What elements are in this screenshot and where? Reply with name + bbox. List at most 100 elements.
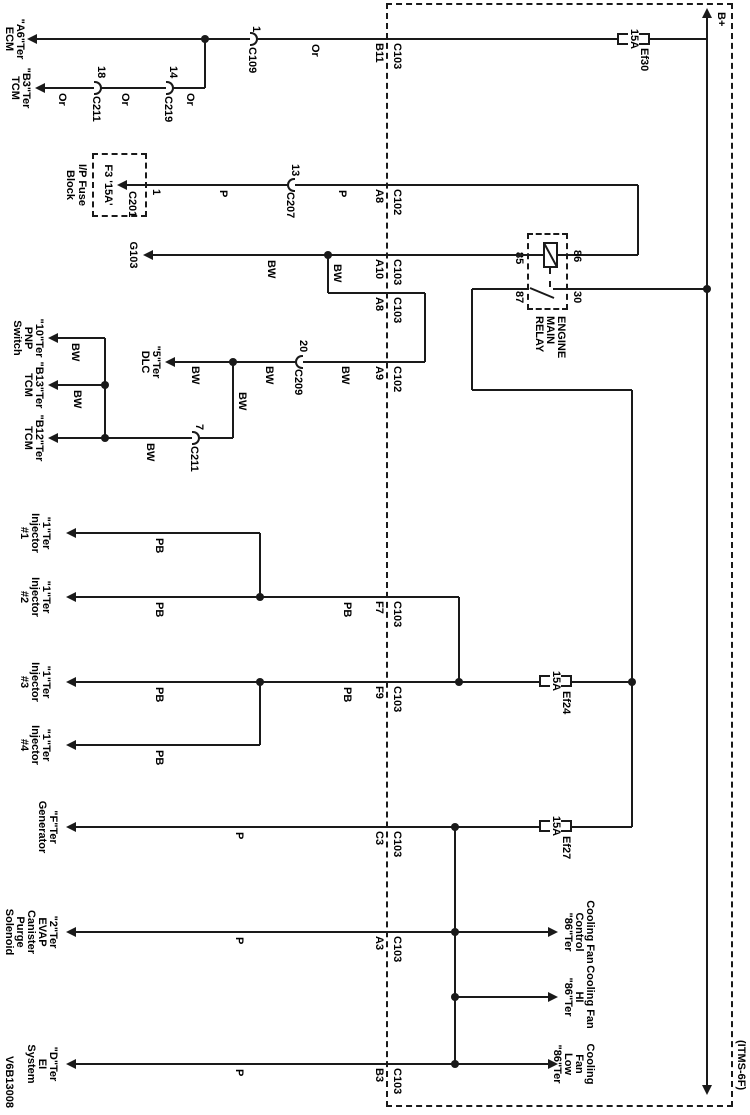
wire-color-label: P <box>233 1069 245 1077</box>
terminal-tcm-b12: "B12"Ter TCM <box>22 414 45 462</box>
wire-color-label: P <box>233 832 245 840</box>
wire-p-evap-fancontrol <box>75 931 549 933</box>
wire-bw-branch <box>328 292 425 294</box>
wire-bw-b13 <box>57 384 105 386</box>
connector-c209-pin: 20 <box>297 340 309 353</box>
wire-87-feed <box>471 289 473 390</box>
wire-bw-g103 <box>152 254 543 256</box>
crossing-name: C102 <box>391 366 403 393</box>
wire-color-label: PB <box>153 750 165 766</box>
wire-pb-link <box>259 533 261 597</box>
crossing-name: C103 <box>391 1068 403 1095</box>
fuse-ef27-rating: 15A <box>550 814 562 838</box>
injector2-arrow-icon <box>66 592 76 602</box>
connector-c209-name: C209 <box>292 369 304 396</box>
wire-color-label: BW <box>144 443 156 462</box>
wire-pb-f7 <box>75 596 459 598</box>
wire-87-feed <box>472 389 632 391</box>
wire-color-label: BW <box>263 366 275 385</box>
wire-color-label: BW <box>236 392 248 411</box>
terminal-generator: "F"Ter Generator <box>36 800 59 854</box>
terminal-injector3: "1"Ter Injector #3 <box>18 662 52 702</box>
wire-bw-branch <box>327 255 329 293</box>
fuse-ef24-rating: 15A <box>550 669 562 693</box>
wire-pb-inj1 <box>75 532 260 534</box>
g103-arrow-icon <box>143 250 153 260</box>
wire-fan-hi <box>455 996 549 998</box>
crossing-pin: A3 <box>373 936 385 951</box>
wire-fan-feeder <box>454 827 456 1064</box>
junction-dot <box>628 678 636 686</box>
wire-bw-branch <box>232 362 234 438</box>
wire-fan-low-ei <box>75 1063 549 1065</box>
evap-arrow-icon <box>66 927 76 937</box>
terminal-g103: G103 <box>127 241 139 269</box>
connector-c209-icon <box>295 355 303 369</box>
terminal-evap: "2"Ter EVAP Canister Purge Solenoid <box>3 908 59 956</box>
terminal-fan-low: Cooling Fan Low "86"Ter <box>551 1043 596 1085</box>
dlc-arrow-icon <box>165 357 175 367</box>
tcm-b13-arrow-icon <box>48 380 58 390</box>
injector1-arrow-icon <box>66 528 76 538</box>
junction-dot <box>451 928 459 936</box>
crossing-pin: A8 <box>373 297 385 312</box>
connector-c211b-pin: 7 <box>193 424 205 431</box>
crossing-name: C103 <box>391 831 403 858</box>
wire-color-label: PB <box>153 602 165 618</box>
crossing-name: C103 <box>391 601 403 628</box>
terminal-fan-control: Cooling Fan Control "86"Ter <box>562 900 596 964</box>
terminal-injector1: "1"Ter Injector #1 <box>18 513 52 553</box>
crossing-pin: B3 <box>373 1068 385 1083</box>
crossing-pin: F7 <box>373 601 385 614</box>
wire-color-label: BW <box>71 390 83 409</box>
terminal-tcm-b13: "B13"Ter TCM <box>22 361 45 409</box>
fuse-ef27-name: Ef27 <box>560 836 572 860</box>
wire-bw-pnp <box>57 337 105 339</box>
junction-dot <box>451 993 459 1001</box>
generator-arrow-icon <box>66 822 76 832</box>
wire-pb-link <box>458 597 460 682</box>
figure-code: V6B13008 <box>3 1056 15 1108</box>
crossing-pin: F9 <box>373 686 385 699</box>
wire-bw-branch <box>424 293 426 362</box>
terminal-ei: "D"Ter EI System <box>25 1044 59 1084</box>
wire-color-label: BW <box>69 343 81 362</box>
wire-color-label: PB <box>153 538 165 554</box>
wire-color-label: P <box>233 937 245 945</box>
tcm-b12-arrow-icon <box>48 433 58 443</box>
wire-pb-inj4 <box>75 744 260 746</box>
fan-control-arrow-icon <box>548 927 558 937</box>
wire-color-label: PB <box>341 602 353 618</box>
crossing-pin: C3 <box>373 831 385 846</box>
crossing-name: C103 <box>391 297 403 324</box>
injector4-arrow-icon <box>66 740 76 750</box>
terminal-fan-hi: Cooling Fan HI "86"Ter <box>562 965 596 1029</box>
terminal-dlc: "5"Ter DLC <box>139 345 162 379</box>
crossing-name: C103 <box>391 686 403 713</box>
wire-pb-link <box>259 682 261 745</box>
crossing-name: C103 <box>391 936 403 963</box>
junction-dot <box>451 1060 459 1068</box>
wire-87-feeder-bus <box>631 390 633 827</box>
fuse-ef24-name: Ef24 <box>560 691 572 715</box>
wire-color-label: BW <box>189 366 201 385</box>
wire-color-label: BW <box>339 366 351 385</box>
terminal-injector2: "1"Ter Injector #2 <box>18 577 52 617</box>
sheet-code: (ITMS-6F) <box>735 1040 747 1091</box>
crossing-name: C103 <box>391 259 403 286</box>
crossing-pin: A10 <box>373 259 385 280</box>
pnp-arrow-icon <box>48 333 58 343</box>
wire-color-label: BW <box>265 260 277 279</box>
ei-arrow-icon <box>66 1059 76 1069</box>
wire-color-label: PB <box>341 687 353 703</box>
wire-bw-b12 <box>57 437 233 439</box>
terminal-pnp: "10"Ter PNP Switch <box>11 318 45 358</box>
fan-hi-arrow-icon <box>548 992 558 1002</box>
crossing-pin: A9 <box>373 366 385 381</box>
wire-color-label: PB <box>153 687 165 703</box>
connector-c211b-name: C211 <box>188 446 200 472</box>
wire-color-label: BW <box>331 264 343 283</box>
